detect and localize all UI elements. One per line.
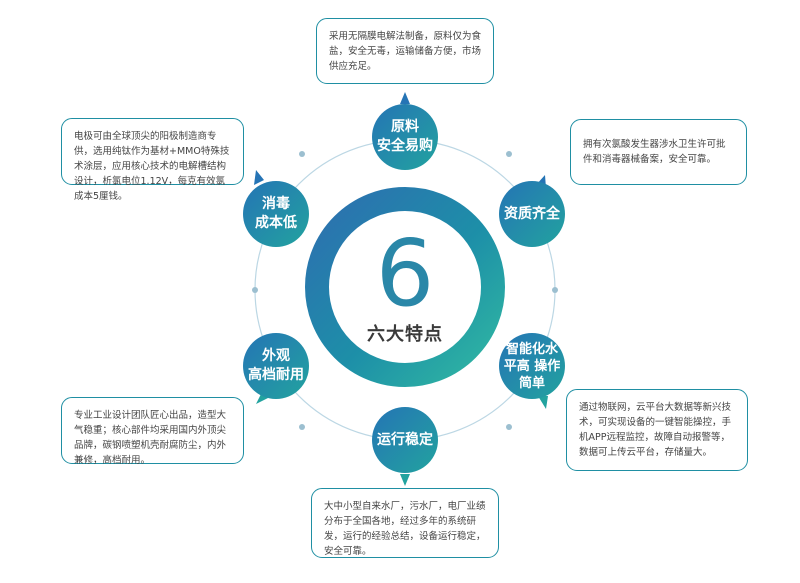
- node-low-cost: [243, 170, 309, 247]
- node-label-appearance: 外观 高档耐用: [248, 348, 304, 383]
- description-smart: 通过物联网，云平台大数据等新兴技术，可实现设备的一键智能操控，手机APP远程监控…: [566, 389, 748, 471]
- node-label-stable: 运行稳定: [377, 431, 433, 448]
- description-low-cost: 电极可由全球顶尖的阳极制造商专供，选用纯钛作为基材+MMO特殊技术涂层，应用核心…: [61, 118, 244, 202]
- center-title: 六大特点: [367, 324, 443, 345]
- description-qualification: 拥有次氯酸发生器涉水卫生许可批件和消毒器械备案，安全可靠。: [570, 119, 747, 185]
- node-smart: [499, 333, 565, 409]
- node-label-low-cost: 消毒 成本低: [255, 196, 297, 231]
- node-label-raw-material: 原料 安全易购: [377, 119, 433, 154]
- orbit-dot: [552, 287, 558, 293]
- orbit-dot: [299, 151, 305, 157]
- node-label-smart: 智能化水 平高 操作 简单: [503, 341, 561, 391]
- node-appearance: [243, 333, 309, 404]
- node-raw-material: [372, 92, 438, 170]
- orbit-dot: [252, 287, 258, 293]
- node-stable: [372, 407, 438, 486]
- center-ring: [305, 187, 505, 387]
- description-raw-material: 采用无隔膜电解法制备，原料仅为食盐，安全无毒，运输储备方便，市场供应充足。: [316, 18, 494, 84]
- orbit-dot: [506, 424, 512, 430]
- description-stable: 大中小型自来水厂，污水厂，电厂业绩分布于全国各地，经过多年的系统研发，运行的经验…: [311, 488, 499, 558]
- description-appearance: 专业工业设计团队匠心出品，造型大气稳重；核心部件均采用国内外顶尖品牌，碳钢喷塑机…: [61, 397, 244, 466]
- orbit-dot: [299, 424, 305, 430]
- orbit-dot: [506, 151, 512, 157]
- node-qualification: [499, 175, 565, 247]
- node-label-qualification: 资质齐全: [504, 205, 560, 222]
- center-number: 6: [375, 220, 435, 327]
